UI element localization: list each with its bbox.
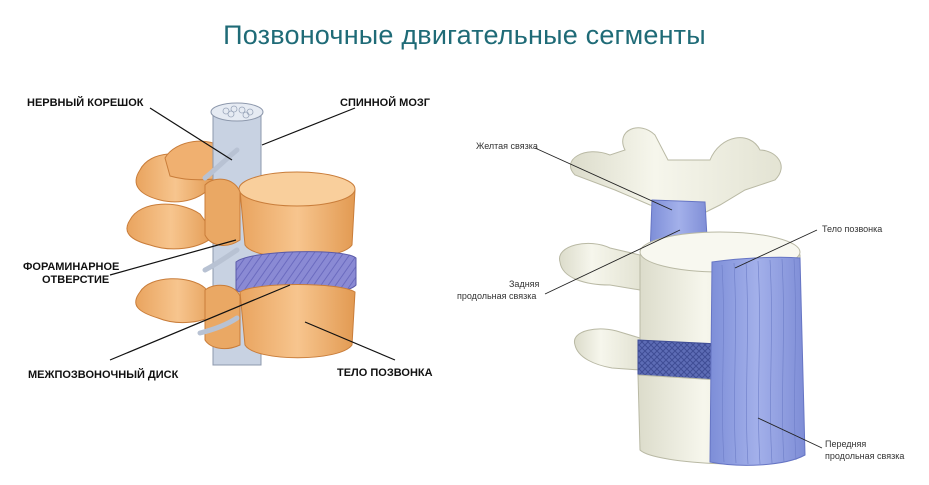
label-intervertebral-disc: МЕЖПОЗВОНОЧНЫЙ ДИСК: [28, 368, 179, 381]
vertebral-body-lower: [239, 284, 356, 359]
upper-vertebra-processes: [569, 127, 782, 216]
page-title: Позвоночные двигательные сегменты: [223, 20, 706, 50]
vertebral-arch: [204, 284, 241, 350]
left-spine-illustration: [126, 102, 357, 366]
label-yellow-ligament: Желтая связка: [476, 141, 538, 151]
nerve-root: [202, 147, 240, 181]
label-foraminal-line1: ФОРАМИНАРНОЕ: [23, 261, 119, 273]
right-leader-lines: [534, 147, 823, 449]
nerve-root: [202, 247, 240, 273]
middle-vertebra-processes: [559, 242, 641, 291]
anterior-longitudinal-ligament: [709, 256, 806, 466]
transverse-process: [126, 203, 216, 250]
label-spinal-cord: СПИННОЙ МОЗГ: [340, 96, 431, 109]
lower-vertebra-processes: [574, 328, 641, 371]
label-vertebral-body: ТЕЛО ПОЗВОНКА: [337, 367, 433, 379]
label-posterior-ligament-line1: Задняя: [509, 279, 540, 289]
nerve-root: [197, 315, 240, 336]
label-posterior-ligament-line2: продольная связка: [457, 291, 536, 301]
spinal-cord-top: [210, 102, 264, 122]
label-foraminal-line2: ОТВЕРСТИЕ: [42, 274, 109, 286]
label-vertebral-body-right: Тело позвонка: [822, 224, 882, 234]
transverse-process: [135, 278, 221, 323]
vertebral-arch: [204, 178, 241, 246]
label-nerve-root: НЕРВНЫЙ КОРЕШОК: [27, 96, 144, 109]
left-leader-lines: [109, 107, 396, 361]
label-anterior-ligament-line1: Передняя: [825, 439, 866, 449]
right-spine-illustration: [559, 127, 806, 466]
label-anterior-ligament-line2: продольная связка: [825, 451, 904, 461]
vertebral-endplate-upper: [238, 171, 356, 207]
